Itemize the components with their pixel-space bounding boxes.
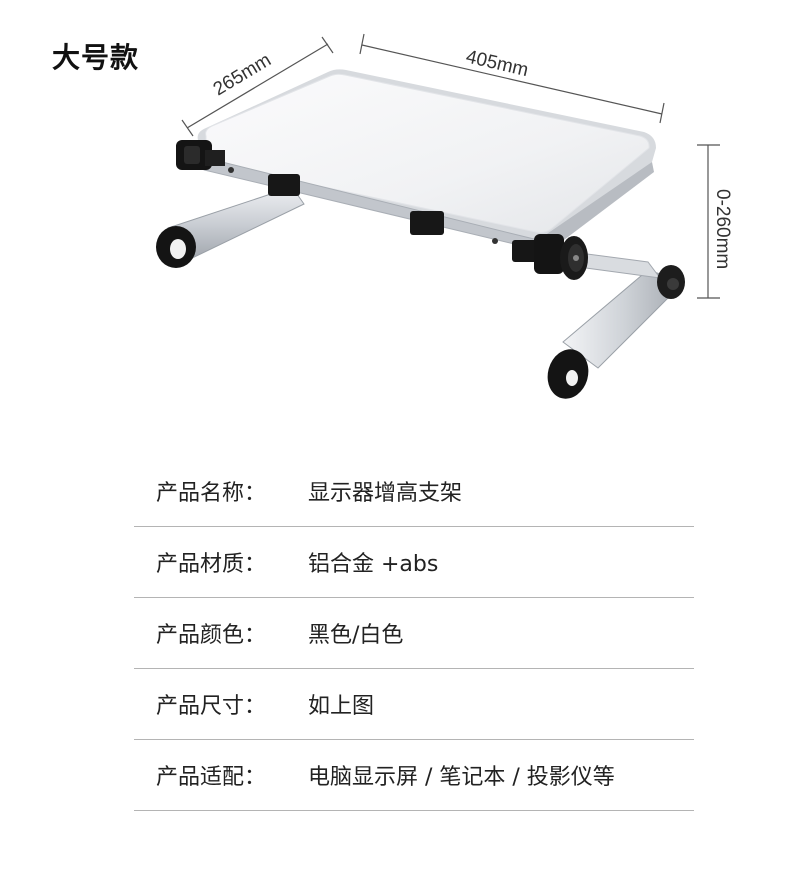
spec-label: 产品名称：: [156, 481, 267, 506]
table-top: [197, 69, 656, 253]
right-hinge: [512, 234, 588, 280]
height-label: 0-260mm: [712, 189, 733, 269]
depth-label: 265mm: [210, 50, 275, 101]
spec-row-name: 产品名称： 显示器增高支架: [134, 456, 694, 527]
spec-label: 产品适配：: [156, 765, 267, 790]
spec-label: 产品材质：: [156, 552, 267, 577]
spec-value: 显示器增高支架: [308, 481, 463, 506]
clip-left: [268, 174, 300, 196]
spec-label: 产品颜色：: [156, 623, 267, 648]
spec-value: 铝合金 +abs: [308, 552, 439, 577]
laptop-stand-illustration: 265mm 405mm 0-260mm: [156, 33, 733, 399]
size-title: 大号款: [52, 41, 140, 74]
spec-value: 黑色/白色: [308, 623, 404, 648]
spec-row-compatibility: 产品适配： 电脑显示屏 / 笔记本 / 投影仪等: [134, 740, 694, 811]
left-hinge: [176, 140, 225, 170]
spec-value: 电脑显示屏 / 笔记本 / 投影仪等: [308, 765, 615, 790]
spec-row-color: 产品颜色： 黑色/白色: [134, 598, 694, 669]
screw-left: [228, 167, 234, 173]
screw-right: [492, 238, 498, 244]
left-leg: [156, 186, 305, 268]
height-dimension: 0-260mm: [697, 144, 733, 299]
spec-row-material: 产品材质： 铝合金 +abs: [134, 527, 694, 598]
right-leg: [547, 251, 685, 399]
spec-row-size: 产品尺寸： 如上图: [134, 669, 694, 740]
spec-value: 如上图: [308, 694, 375, 719]
clip-center: [410, 211, 444, 235]
spec-table: 产品名称： 显示器增高支架 产品材质： 铝合金 +abs 产品颜色： 黑色/白色…: [134, 456, 694, 811]
spec-label: 产品尺寸：: [156, 694, 267, 719]
